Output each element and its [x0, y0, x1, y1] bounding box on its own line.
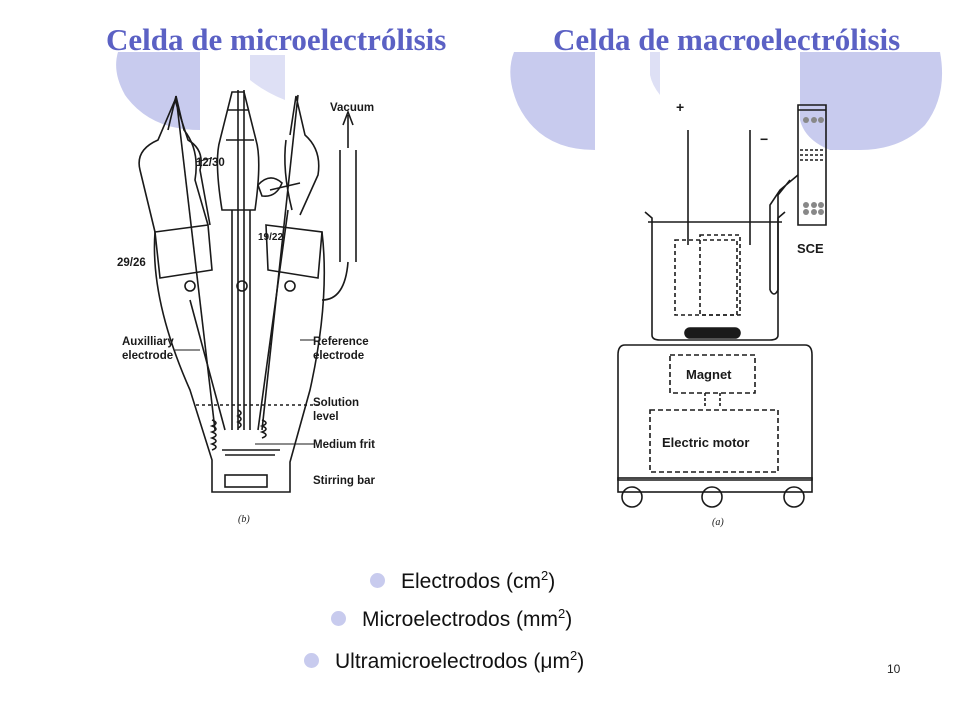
- caption-b: (b): [238, 514, 250, 525]
- title-microelectrolysis: Celda de microelectrólisis: [106, 22, 447, 57]
- label-reference-2: electrode: [313, 350, 364, 362]
- label-plus: +: [676, 99, 684, 115]
- label-medium-frit: Medium frit: [313, 439, 375, 451]
- left-joint: [154, 224, 213, 279]
- bullet-microelectrodes: Microelectrodos (mm2): [331, 606, 572, 632]
- label-solution-1: Solution: [313, 397, 359, 409]
- label-stirring-bar: Stirring bar: [313, 475, 376, 487]
- bullet-icon: [304, 652, 319, 668]
- bullet-tail: ): [577, 650, 585, 673]
- label-minus: −: [760, 131, 768, 147]
- label-sce: SCE: [797, 241, 824, 256]
- left-tube: [167, 95, 209, 226]
- label-joint-12-30: 12/30: [196, 157, 225, 169]
- label-solution-2: level: [313, 411, 339, 423]
- label-magnet: Magnet: [686, 367, 732, 382]
- label-reference-1: Reference: [313, 336, 369, 348]
- label-joint-29-26: 29/26: [117, 257, 146, 269]
- label-auxiliary-2: electrode: [122, 350, 173, 362]
- caption-a: (a): [712, 517, 724, 528]
- bullet-superscript: 2: [569, 648, 578, 663]
- bullet-text: Ultramicroelectrodos (μm: [335, 650, 570, 673]
- beaker: [644, 211, 786, 341]
- label-vacuum: Vacuum: [330, 102, 374, 114]
- bullet-text: Microelectrodos (mm: [362, 608, 559, 631]
- bullet-text: Electrodos (cm: [401, 570, 542, 593]
- bullet-icon: [331, 610, 346, 626]
- bullet-tail: ): [565, 608, 573, 631]
- label-electric-motor: Electric motor: [662, 435, 749, 450]
- stirrer-base: [617, 344, 813, 481]
- title-macroelectrolysis: Celda de macroelectrólisis: [553, 22, 901, 57]
- right-joint: [265, 224, 323, 279]
- bullet-icon: [370, 572, 385, 588]
- bullet-ultramicroelectrodes: Ultramicroelectrodos (μm2): [304, 648, 584, 674]
- label-auxiliary-1: Auxilliary: [122, 336, 174, 348]
- bullet-superscript: 2: [558, 606, 566, 621]
- sce-electrode: [797, 104, 827, 226]
- label-joint-19-22: 19/22: [258, 232, 283, 243]
- center-tube: [216, 91, 260, 211]
- bullet-tail: ): [548, 570, 556, 593]
- right-tube: [289, 95, 320, 216]
- slide-number: 10: [887, 662, 901, 676]
- bullet-electrodes: Electrodos (cm2): [370, 568, 555, 594]
- bullet-superscript: 2: [541, 568, 549, 583]
